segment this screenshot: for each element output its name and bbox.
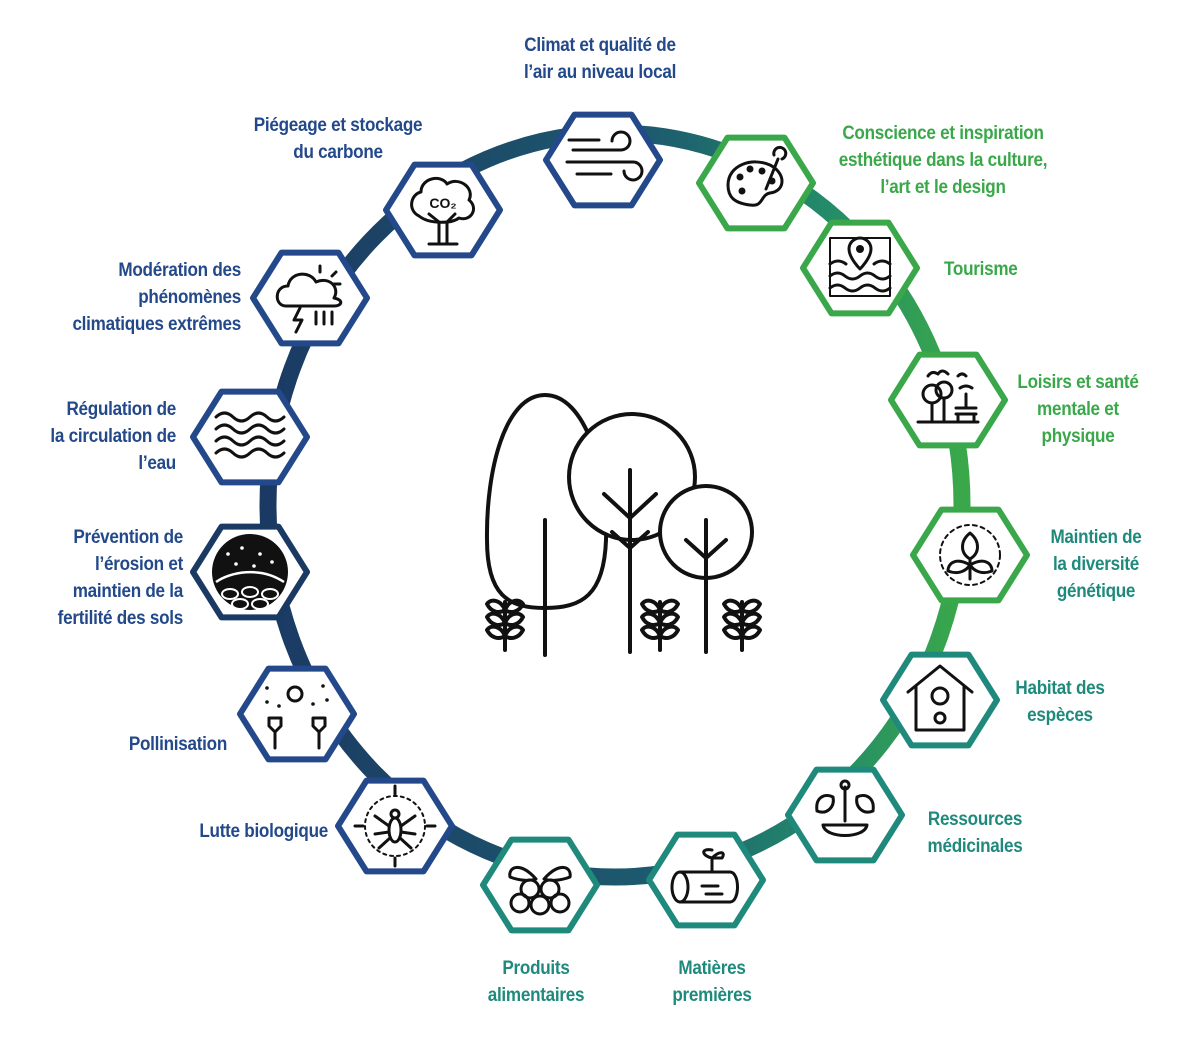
hex-node-eau [190,388,310,486]
log-sprout-icon [670,848,739,904]
hex-node-conscience [696,134,816,232]
label-line: la diversité [1052,554,1140,575]
map-pin-waves-icon [828,236,892,297]
label-line: l’air au niveau local [523,62,677,83]
label-tourisme: Tourisme [944,256,1018,283]
label-line: du carbone [293,142,383,163]
label-medicinales: Ressources médicinales [822,806,1128,860]
label-carbone: Piégeage et stockage du carbone [185,112,491,166]
label-lutte: Lutte biologique [22,818,328,845]
label-line: Produits [502,958,570,979]
hex-node-climat-air [543,111,663,209]
label-eau: Régulation de la circulation de l’eau [0,396,176,477]
label-line: maintien de la [72,581,184,602]
label-produits: Produits alimentaires [383,955,689,1009]
label-line: l’érosion et [95,554,183,575]
label-conscience: Conscience et inspiration esthétique dans… [790,120,1096,201]
soil-icon [212,534,288,610]
label-line: Habitat des [1015,678,1105,699]
hex-node-diversite [910,506,1030,604]
hex-node-tourisme [800,219,920,317]
leaf-cycle-icon [939,524,1001,586]
hex-node-produits [480,836,600,934]
co2-tree-icon: CO₂ [410,176,475,246]
label-line: génétique [1056,581,1136,602]
label-extremes: Modération des phénomènes climatiques extr… [0,257,241,338]
label-habitat: Habitat des espèces [907,675,1203,729]
label-line: fertilité des sols [57,608,184,629]
label-line: phénomènes [138,287,241,308]
wind-icon [565,130,644,182]
mortar-herbs-icon [815,779,875,837]
label-line: Modération des [118,260,241,281]
label-line: Tourisme [944,259,1018,280]
svg-text:CO₂: CO₂ [429,195,456,211]
label-loisirs: Loisirs et santé mentale et physique [925,369,1203,450]
paint-palette-icon [726,145,788,207]
hex-node-medicinales [785,766,905,864]
berries-icon [508,866,572,916]
label-line: Ressources [927,809,1023,830]
hex-node-extremes [250,249,370,347]
label-pollinisation: Pollinisation [0,731,227,758]
label-line: Maintien de [1050,527,1142,548]
label-line: Loisirs et santé [1017,372,1139,393]
birdhouse-icon [906,664,974,732]
label-line: Piégeage et stockage [253,115,423,136]
label-line: la circulation de [50,426,176,447]
label-line: espèces [1027,705,1093,726]
label-line: Climat et qualité de [524,35,676,56]
hex-node-matieres [646,831,766,929]
label-line: Conscience et inspiration [842,123,1044,144]
hex-node-loisirs [888,351,1008,449]
label-line: Matières [678,958,746,979]
label-line: Lutte biologique [199,821,328,842]
label-line: mentale et [1037,399,1119,420]
label-line: l’eau [138,453,176,474]
label-line: esthétique dans la culture, [838,150,1048,171]
label-line: Prévention de [73,527,183,548]
hex-node-habitat [880,651,1000,749]
label-erosion: Prévention de l’érosion et maintien de la f… [0,524,184,632]
label-line: Régulation de [66,399,176,420]
label-line: alimentaires [487,985,585,1006]
label-climat-air: Climat et qualité de l’air au niveau loca… [447,32,753,86]
label-line: médicinales [927,836,1023,857]
label-line: premières [672,985,752,1006]
label-line: l’art et le design [880,177,1006,198]
hex-node-lutte [335,777,455,875]
water-waves-icon [214,411,286,459]
label-matieres: Matières premières [559,955,865,1009]
hex-node-carbone: CO₂ [383,161,503,259]
storm-cloud-icon [275,264,343,334]
insect-target-icon [353,784,437,868]
park-bench-icon [916,369,980,424]
label-diversite: Maintien de la diversité génétique [943,524,1203,605]
label-line: climatiques extrêmes [72,314,241,335]
label-line: physique [1041,426,1115,447]
forest-trees-icon [484,393,762,657]
hex-node-pollinisation [237,665,357,763]
label-line: Pollinisation [128,734,227,755]
flowers-bee-icon [265,684,329,750]
hex-node-erosion [190,523,310,621]
